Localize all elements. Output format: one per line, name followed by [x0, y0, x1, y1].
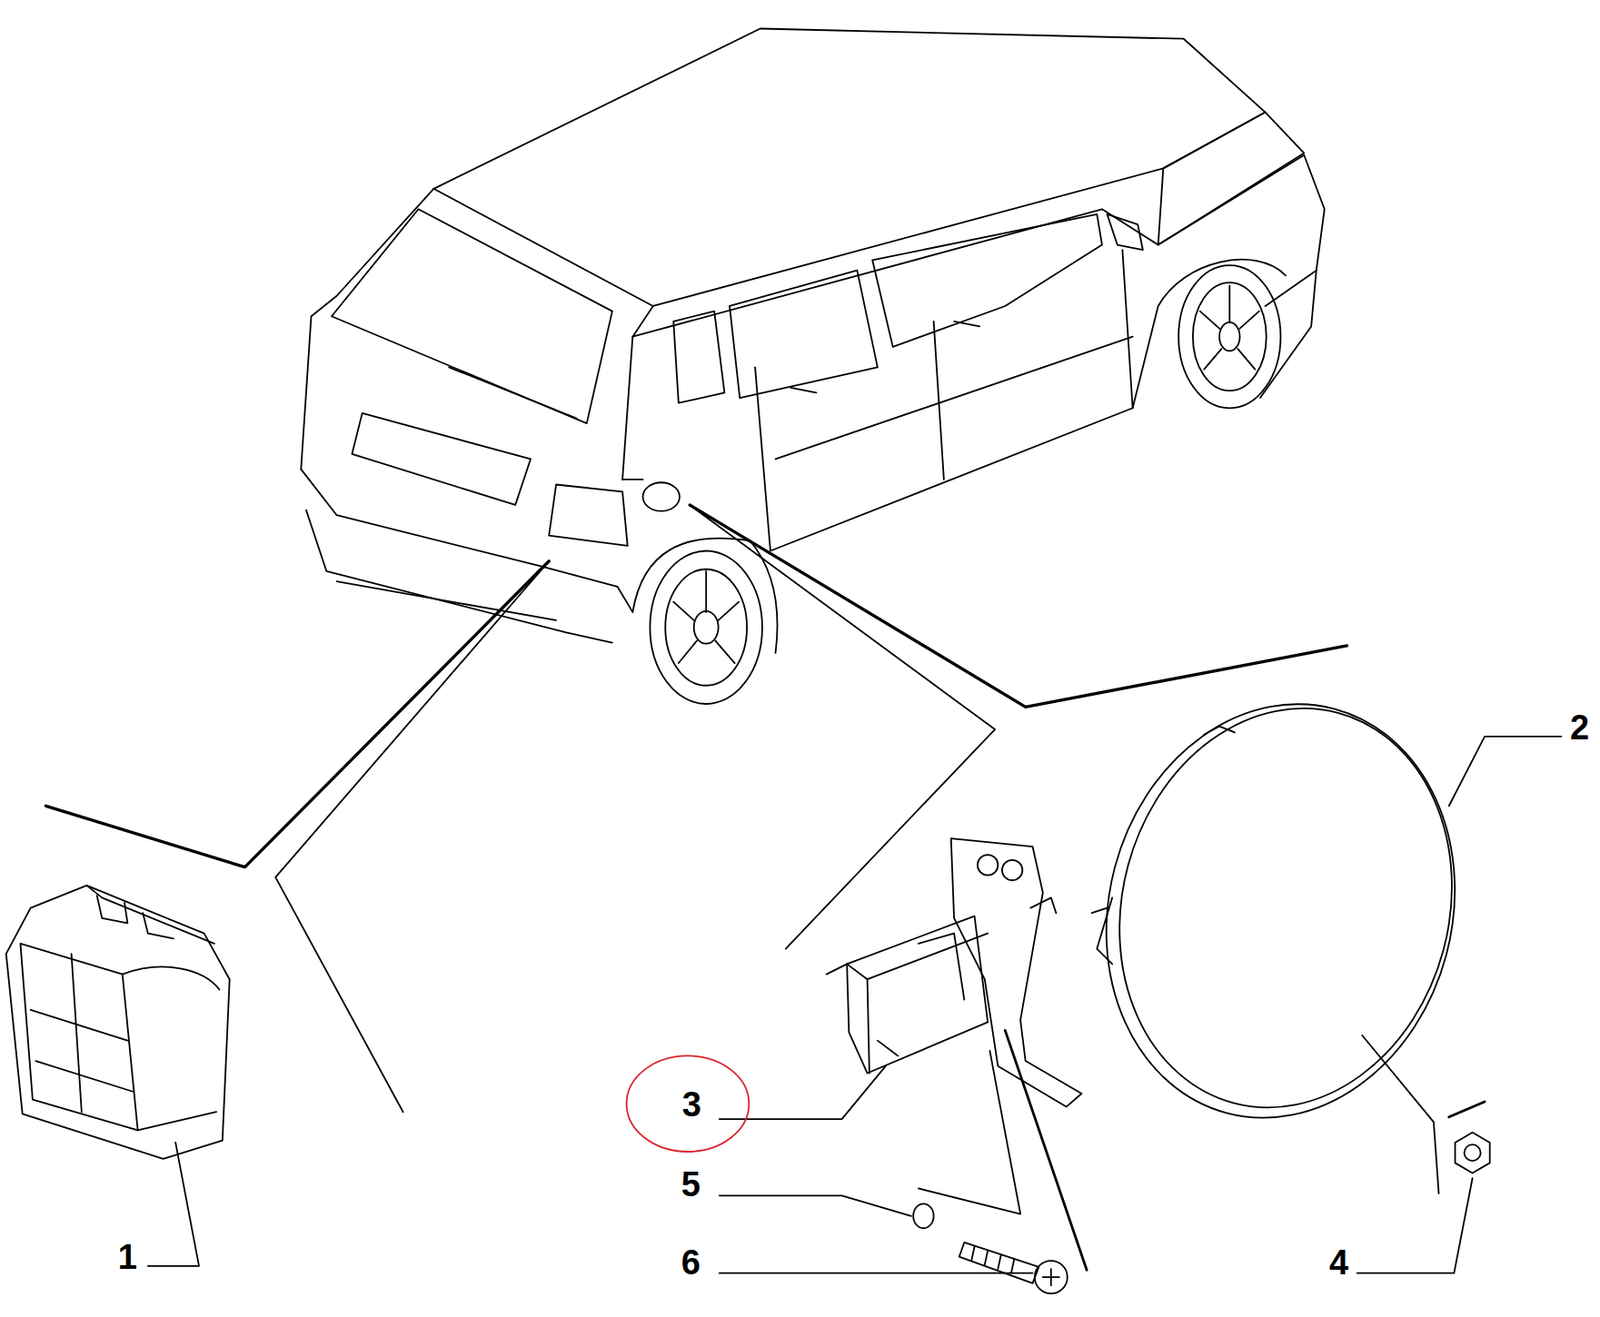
washer [913, 1203, 934, 1229]
car-illustration [300, 28, 1324, 704]
callout-number: 2 [1570, 710, 1590, 746]
callout-number: 3 [682, 1087, 702, 1123]
callout-number: 4 [1329, 1245, 1349, 1281]
fuel-cap [1061, 665, 1501, 1158]
highlight-ring [626, 1055, 750, 1153]
leader-lines [46, 505, 1562, 1274]
fuel-housing [6, 885, 230, 1160]
callout-number: 6 [681, 1245, 701, 1281]
lock-actuator [826, 838, 1083, 1107]
callout-number: 5 [681, 1167, 701, 1203]
nut [1455, 1132, 1491, 1174]
callout-number: 1 [118, 1240, 138, 1275]
screw [959, 1242, 1068, 1294]
